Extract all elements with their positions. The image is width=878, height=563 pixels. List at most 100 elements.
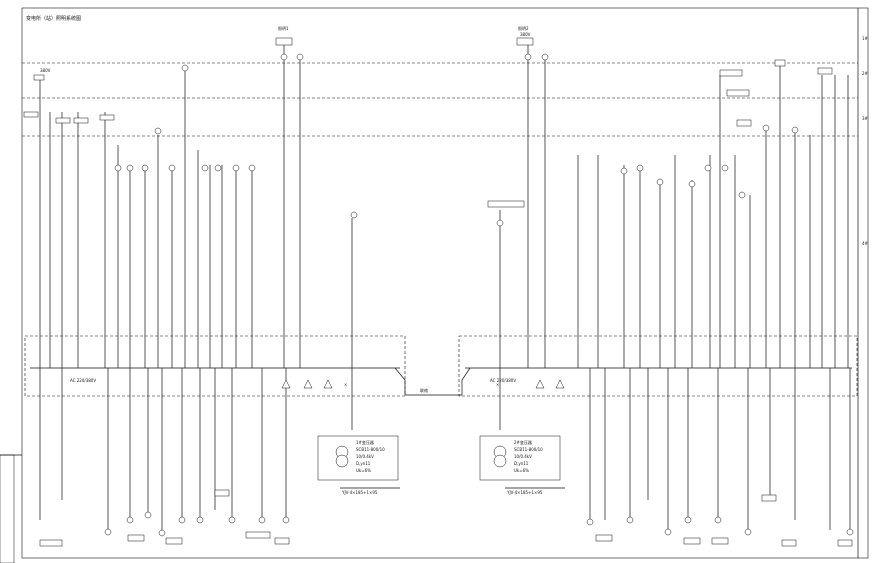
bottom-box-l1 <box>39 539 63 547</box>
tx2-breaker: × <box>496 382 499 387</box>
bus-right-label: AC 220/380V <box>490 378 516 383</box>
transformer-2-cable: YJV-4×185+1×95 <box>506 490 543 495</box>
tx1-breaker: × <box>344 382 347 387</box>
end-l5 <box>144 511 152 519</box>
tx2-top-box <box>487 200 525 208</box>
node-r8 <box>704 164 712 172</box>
right-stack-box-3 <box>736 119 752 127</box>
transformer-1-cable: YJV-4×185+1×95 <box>341 490 378 495</box>
node-l7 <box>126 164 134 172</box>
bottom-box-r2 <box>683 537 701 545</box>
incomer-2-node <box>296 53 304 61</box>
feeder-l4-box <box>73 117 89 124</box>
end-l6 <box>158 529 166 537</box>
transformer-2-ratio: 10/0.4kV <box>514 454 532 459</box>
bottom-feeders-left <box>39 368 290 547</box>
incomer-1-box <box>275 37 293 46</box>
side-label-4: 4# <box>862 241 869 246</box>
bottom-box-r1 <box>595 534 613 542</box>
node-r14 <box>791 126 799 134</box>
end-r1 <box>586 518 594 526</box>
end-r6 <box>684 516 692 524</box>
node-r12 <box>762 124 770 132</box>
right-top-box-1 <box>817 67 833 75</box>
bottom-box-r5 <box>781 539 797 547</box>
spd-5 <box>555 379 565 389</box>
end-l11 <box>258 516 266 524</box>
node-r3 <box>620 167 628 175</box>
node-r5 <box>656 178 664 186</box>
incomer-1-node <box>280 53 288 61</box>
transformer-1-winding-b <box>335 454 349 468</box>
node-r11 <box>738 191 746 199</box>
bottom-box-l2 <box>127 534 145 542</box>
bottom-box-r4 <box>761 494 777 502</box>
end-l8 <box>196 516 204 524</box>
transformer-2-rating: SCB11-800/10 <box>514 447 543 452</box>
bottom-box-r6 <box>837 539 853 547</box>
node-l14 <box>232 164 240 172</box>
feeder-l5-box <box>99 114 115 121</box>
end-r12 <box>846 528 854 536</box>
transformer-1-impedance: Uk=6% <box>356 468 371 473</box>
rating-left: 380V <box>40 68 51 73</box>
drawing-title: 变电所（站）照明系统图 <box>26 15 81 22</box>
right-stack-box-1 <box>719 69 743 77</box>
end-l3 <box>104 528 112 536</box>
spd-1 <box>281 379 291 389</box>
bus-tie <box>394 367 471 396</box>
left-feeders <box>23 64 256 368</box>
feeder-l2-box <box>23 111 39 118</box>
side-label-3: 3# <box>862 116 869 121</box>
side-label-2: 2# <box>862 71 869 76</box>
drawing-frame <box>21 7 869 559</box>
switchgear-right <box>458 335 858 397</box>
feeder-l3-box <box>55 117 71 124</box>
incomer-3-box <box>516 37 534 46</box>
side-label-1: 1# <box>862 36 869 41</box>
spd-4 <box>535 379 545 389</box>
incomer-3-node <box>524 53 532 61</box>
bottom-feeders-right <box>586 368 854 547</box>
incomer-1-label: 照明1 <box>278 26 289 31</box>
node-l9 <box>154 127 162 135</box>
spd-2 <box>303 379 313 389</box>
bottom-box-l6 <box>274 537 290 545</box>
transformer-2-box <box>479 435 561 481</box>
transformer-1-ratio: 10/0.4kV <box>356 454 374 459</box>
transformer-2-impedance: Uk=6% <box>514 468 529 473</box>
transformer-2-name: 2#变压器 <box>514 439 532 445</box>
node-r9 <box>721 164 729 172</box>
node-r4 <box>636 164 644 172</box>
end-r5 <box>664 528 672 536</box>
node-l6 <box>114 164 122 172</box>
end-l7 <box>178 516 186 524</box>
bottom-box-l4 <box>214 489 230 497</box>
bus-left-label: AC 220/380V <box>70 378 96 383</box>
right-top-box-2 <box>774 59 786 67</box>
transformer-2-winding-b <box>493 454 507 468</box>
transformer-2-connection: D,yn11 <box>514 461 529 466</box>
end-r3 <box>626 516 634 524</box>
transformer-1-box <box>317 435 399 481</box>
incomer-3-label: 照明2 <box>518 26 529 31</box>
node-l13 <box>214 164 222 172</box>
surge-protectors <box>281 379 565 389</box>
bus-tie-label: 联络 <box>420 387 428 393</box>
bottom-box-l3 <box>165 537 183 545</box>
tx1-node <box>350 211 358 219</box>
bottom-box-l5 <box>245 531 271 539</box>
node-r7 <box>688 180 696 188</box>
transformer-1-rating: SCB11-800/10 <box>356 447 385 452</box>
right-feeders <box>577 59 849 368</box>
tx2-node <box>496 219 504 227</box>
node-l10 <box>168 164 176 172</box>
spd-3 <box>323 379 333 389</box>
end-l12 <box>282 516 290 524</box>
end-r8 <box>744 528 752 536</box>
end-l4 <box>126 516 134 524</box>
node-l11 <box>181 64 189 72</box>
transformer-1-name: 1#变压器 <box>356 439 374 445</box>
end-r7 <box>714 516 722 524</box>
